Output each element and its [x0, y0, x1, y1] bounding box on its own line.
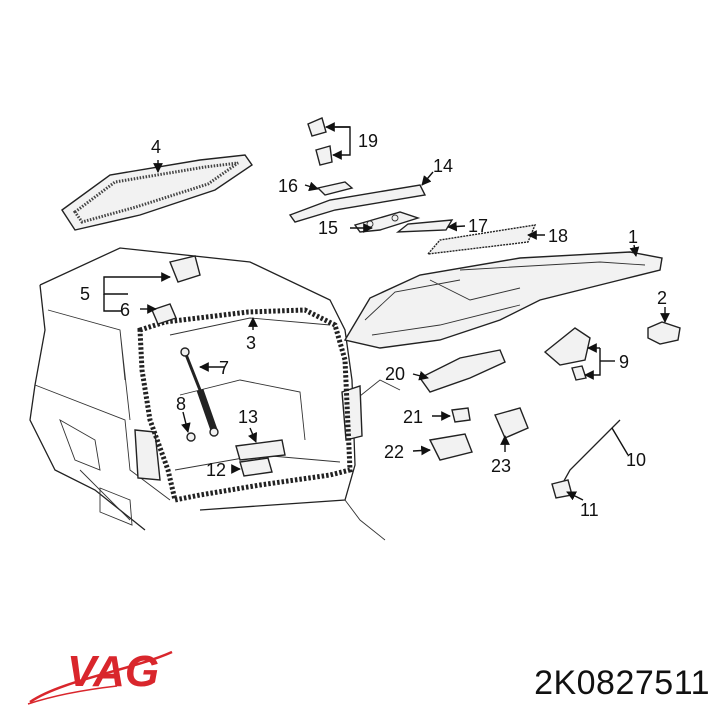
gas-strut-part: [180, 347, 219, 437]
leader-lines: [103, 122, 670, 501]
bracket-plate-part: [395, 219, 454, 233]
callout-13: 13: [238, 407, 258, 427]
motor-part: [494, 407, 529, 439]
callout-17: 17: [468, 216, 488, 236]
trim-panel-part: [426, 224, 537, 255]
vag-logo-text: VAG: [67, 647, 159, 696]
callout-2: 2: [657, 288, 667, 308]
callout-18: 18: [548, 226, 568, 246]
license-lamp: [99, 487, 133, 526]
callout-1: 1: [628, 227, 638, 247]
lock-assembly-part: [418, 349, 506, 393]
callout-labels: 4 5 6 3 7 8 13 12 19 14 16 15 17 18 1 2 …: [80, 131, 667, 520]
stud-part: [186, 432, 196, 442]
callout-19: 19: [358, 131, 378, 151]
callout-12: 12: [206, 460, 226, 480]
left-tail-lamp: [134, 429, 161, 481]
callout-9: 9: [619, 352, 629, 372]
lock-striker-part: [239, 457, 273, 477]
bump-stop-part: [647, 321, 681, 345]
hinge-rail-parts: [288, 181, 427, 233]
switch-part: [451, 407, 471, 423]
callout-4: 4: [151, 137, 161, 157]
callout-23: 23: [491, 456, 511, 476]
weatherstrip-seal: [137, 307, 353, 503]
handle-part: [235, 439, 286, 461]
callout-16: 16: [278, 176, 298, 196]
callout-3: 3: [246, 333, 256, 353]
callout-20: 20: [385, 364, 405, 384]
part-number: 2K0827511: [534, 664, 710, 702]
actuator-part: [428, 433, 473, 461]
callout-21: 21: [403, 407, 423, 427]
callout-11: 11: [580, 500, 599, 520]
release-cable-part: [551, 419, 621, 499]
callout-8: 8: [176, 394, 186, 414]
vag-logo: VAG: [27, 647, 173, 705]
callout-7: 7: [219, 358, 229, 378]
rear-glass-part: [61, 154, 253, 231]
latch-bracket-part: [543, 327, 591, 381]
callout-6: 6: [120, 300, 130, 320]
callout-15: 15: [318, 218, 338, 238]
callout-14: 14: [433, 156, 453, 176]
tailgate-part: [343, 251, 663, 349]
callout-10: 10: [626, 450, 646, 470]
callout-5: 5: [80, 284, 90, 304]
hinge-part: [151, 255, 201, 325]
callout-22: 22: [384, 442, 404, 462]
bolt-part: [307, 117, 333, 166]
